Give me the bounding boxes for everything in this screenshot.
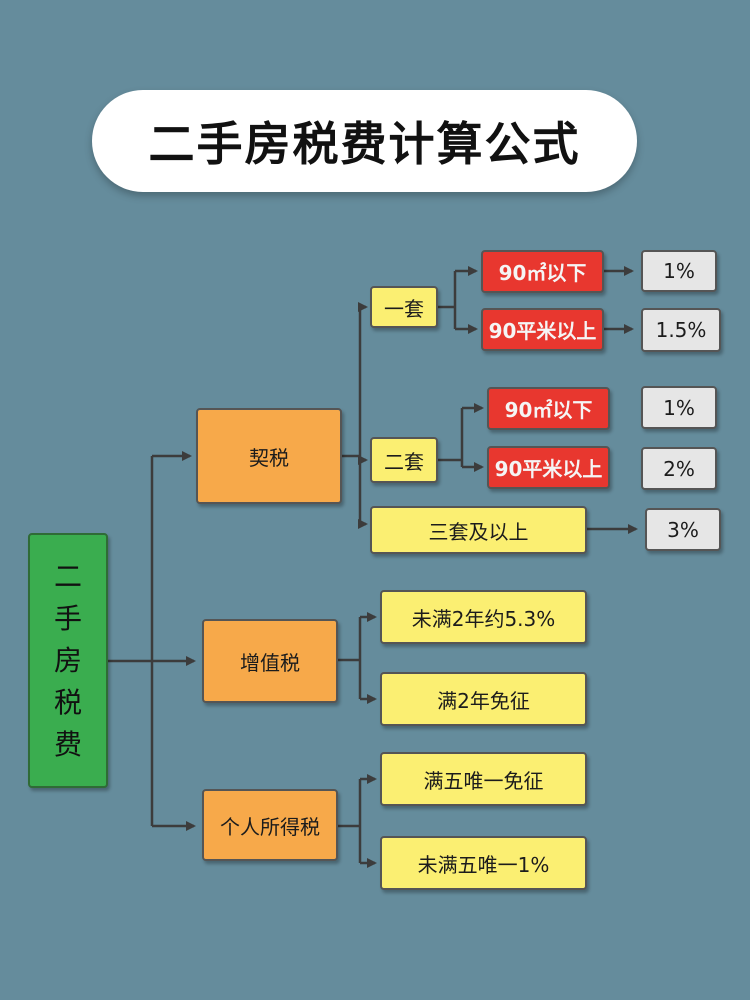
tao2-node: 二套: [370, 437, 438, 483]
geshui-rate-node: 未满五唯一1%: [380, 836, 587, 890]
tao2-under-rate: 1%: [641, 386, 717, 429]
tao3-node: 三套及以上: [370, 506, 587, 554]
tao2-over-90-node: 90平米以上: [487, 446, 610, 489]
geshui-node: 个人所得税: [202, 789, 338, 861]
geshui-exempt-node: 满五唯一免征: [380, 752, 587, 806]
title-banner: 二手房税费计算公式: [92, 90, 637, 192]
root-node: 二手房税费: [28, 533, 108, 788]
tao1-node: 一套: [370, 286, 438, 328]
tao1-over-rate: 1.5%: [641, 308, 721, 352]
zengzhi-node: 增值税: [202, 619, 338, 703]
tao1-under-90-node: 90㎡以下: [481, 250, 604, 293]
tao2-under-90-node: 90㎡以下: [487, 387, 610, 430]
tao1-over-90-node: 90平米以上: [481, 308, 604, 351]
qishui-node: 契税: [196, 408, 342, 504]
page-title: 二手房税费计算公式: [148, 117, 581, 171]
tao1-under-rate: 1%: [641, 250, 717, 292]
tao3-rate: 3%: [645, 508, 721, 551]
zengzhi-less-2y-node: 未满2年约5.3%: [380, 590, 587, 644]
tao2-over-rate: 2%: [641, 447, 717, 490]
zengzhi-full-2y-node: 满2年免征: [380, 672, 587, 726]
